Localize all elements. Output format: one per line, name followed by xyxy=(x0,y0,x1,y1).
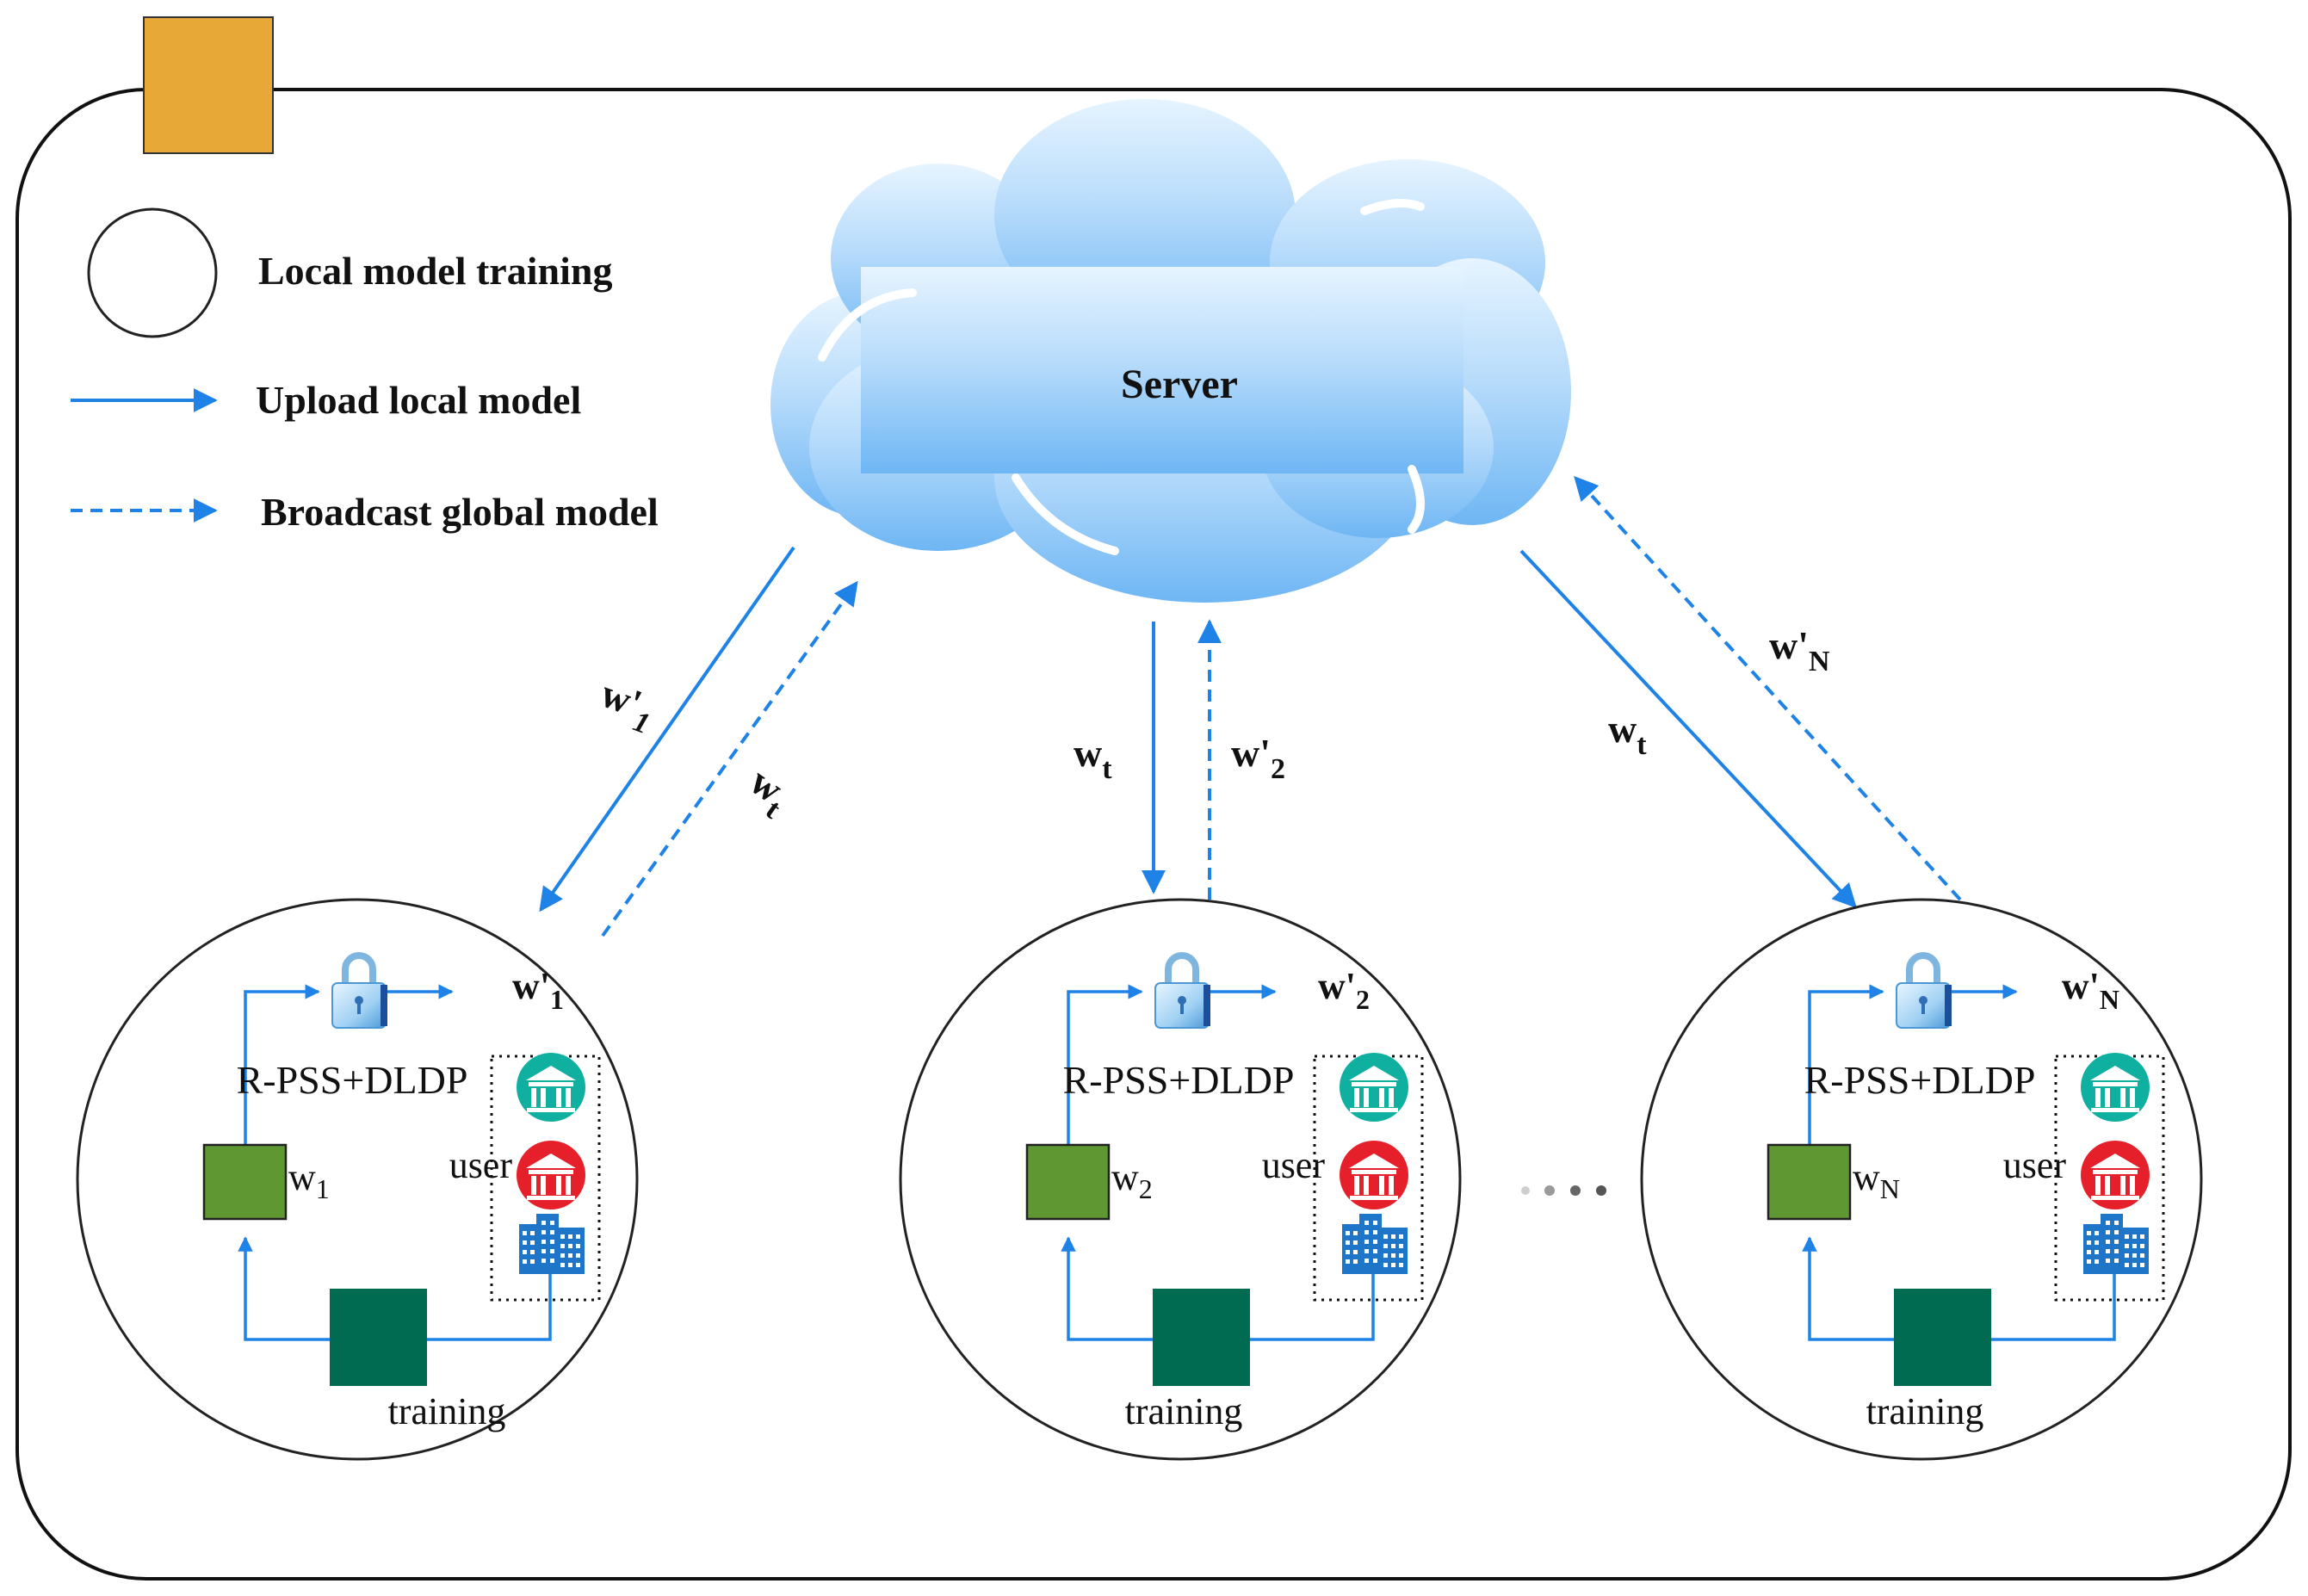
legend: Local model training Upload local model … xyxy=(71,207,659,534)
client-2-scheme: R-PSS+DLDP xyxy=(1063,1058,1295,1102)
outer-frame xyxy=(15,88,2292,1581)
client-N-model-label: wN xyxy=(1853,1156,1900,1204)
legend-upload: Upload local model xyxy=(256,378,581,422)
link-label-down-N: wt xyxy=(1608,707,1647,761)
server-label: Server xyxy=(1121,362,1238,407)
more-clients-dots xyxy=(1521,1185,1606,1196)
client-node-N: R-PSS+DLDP user wN w'N training xyxy=(1642,900,2201,1459)
link-label-up-N: w'N xyxy=(1769,623,1830,677)
client-1-scheme: R-PSS+DLDP xyxy=(237,1058,468,1102)
server-cloud-icon: Server xyxy=(770,99,1571,603)
broadcast-link-1 xyxy=(601,580,858,937)
client-2-training-label: training xyxy=(1125,1390,1243,1432)
link-label-up-2: w'2 xyxy=(1231,731,1285,785)
client-2-model-label: w2 xyxy=(1111,1156,1153,1204)
legend-local-training: Local model training xyxy=(258,249,612,293)
link-label-up-1: w'1 xyxy=(591,671,661,740)
client-2-user: user xyxy=(1262,1144,1326,1186)
client-1-model-label: w1 xyxy=(288,1156,330,1204)
client-N-user: user xyxy=(2003,1144,2067,1186)
broadcast-link-N xyxy=(1574,475,1962,901)
client-1-user: user xyxy=(449,1144,513,1186)
client-2-output-label: w'2 xyxy=(1318,965,1370,1015)
upload-link-N xyxy=(1519,549,1857,909)
links xyxy=(539,475,1962,937)
upload-link-1 xyxy=(539,546,795,912)
client-1-output-label: w'1 xyxy=(512,965,564,1015)
client-1-training-label: training xyxy=(388,1390,506,1432)
client-node-2: R-PSS+DLDP user w2 w'2 training xyxy=(900,900,1460,1459)
legend-broadcast: Broadcast global model xyxy=(261,490,659,534)
client-N-output-label: w'N xyxy=(2062,965,2119,1015)
client-N-training-label: training xyxy=(1866,1390,1984,1432)
link-label-down-1: wt xyxy=(736,758,799,826)
link-label-down-2: wt xyxy=(1074,731,1112,785)
legend-circle-icon xyxy=(87,207,218,338)
client-node-1: R-PSS+DLDP user w1 w'1 training xyxy=(77,900,637,1459)
client-N-scheme: R-PSS+DLDP xyxy=(1804,1058,2036,1102)
corner-tab xyxy=(143,16,274,154)
